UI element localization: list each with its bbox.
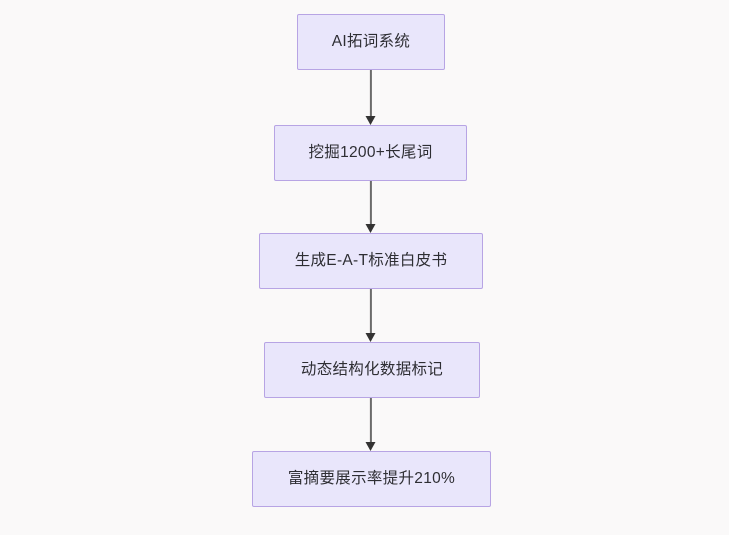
flow-node-generate-eat-whitepaper[interactable]: 生成E-A-T标准白皮书: [259, 233, 483, 289]
flow-node-label: AI拓词系统: [331, 32, 411, 50]
arrowhead-icon: [365, 442, 376, 451]
arrowhead-icon: [365, 224, 376, 233]
flow-node-ai-keyword-system[interactable]: AI拓词系统: [297, 14, 445, 70]
flow-node-label: 生成E-A-T标准白皮书: [294, 251, 448, 269]
edge-line: [369, 398, 373, 443]
flow-node-dynamic-structured-data-markup[interactable]: 动态结构化数据标记: [264, 342, 480, 398]
flow-node-mine-longtail-keywords[interactable]: 挖掘1200+长尾词: [274, 125, 467, 181]
flow-node-label: 动态结构化数据标记: [300, 360, 444, 378]
flow-node-label: 挖掘1200+长尾词: [308, 143, 433, 161]
edge-line: [369, 70, 373, 117]
arrowhead-icon: [365, 116, 376, 125]
edge-line: [369, 181, 373, 225]
arrowhead-icon: [365, 333, 376, 342]
edge-line: [369, 289, 373, 334]
flow-node-label: 富摘要展示率提升210%: [287, 469, 456, 487]
flow-node-rich-snippet-impression-uplift[interactable]: 富摘要展示率提升210%: [252, 451, 491, 507]
